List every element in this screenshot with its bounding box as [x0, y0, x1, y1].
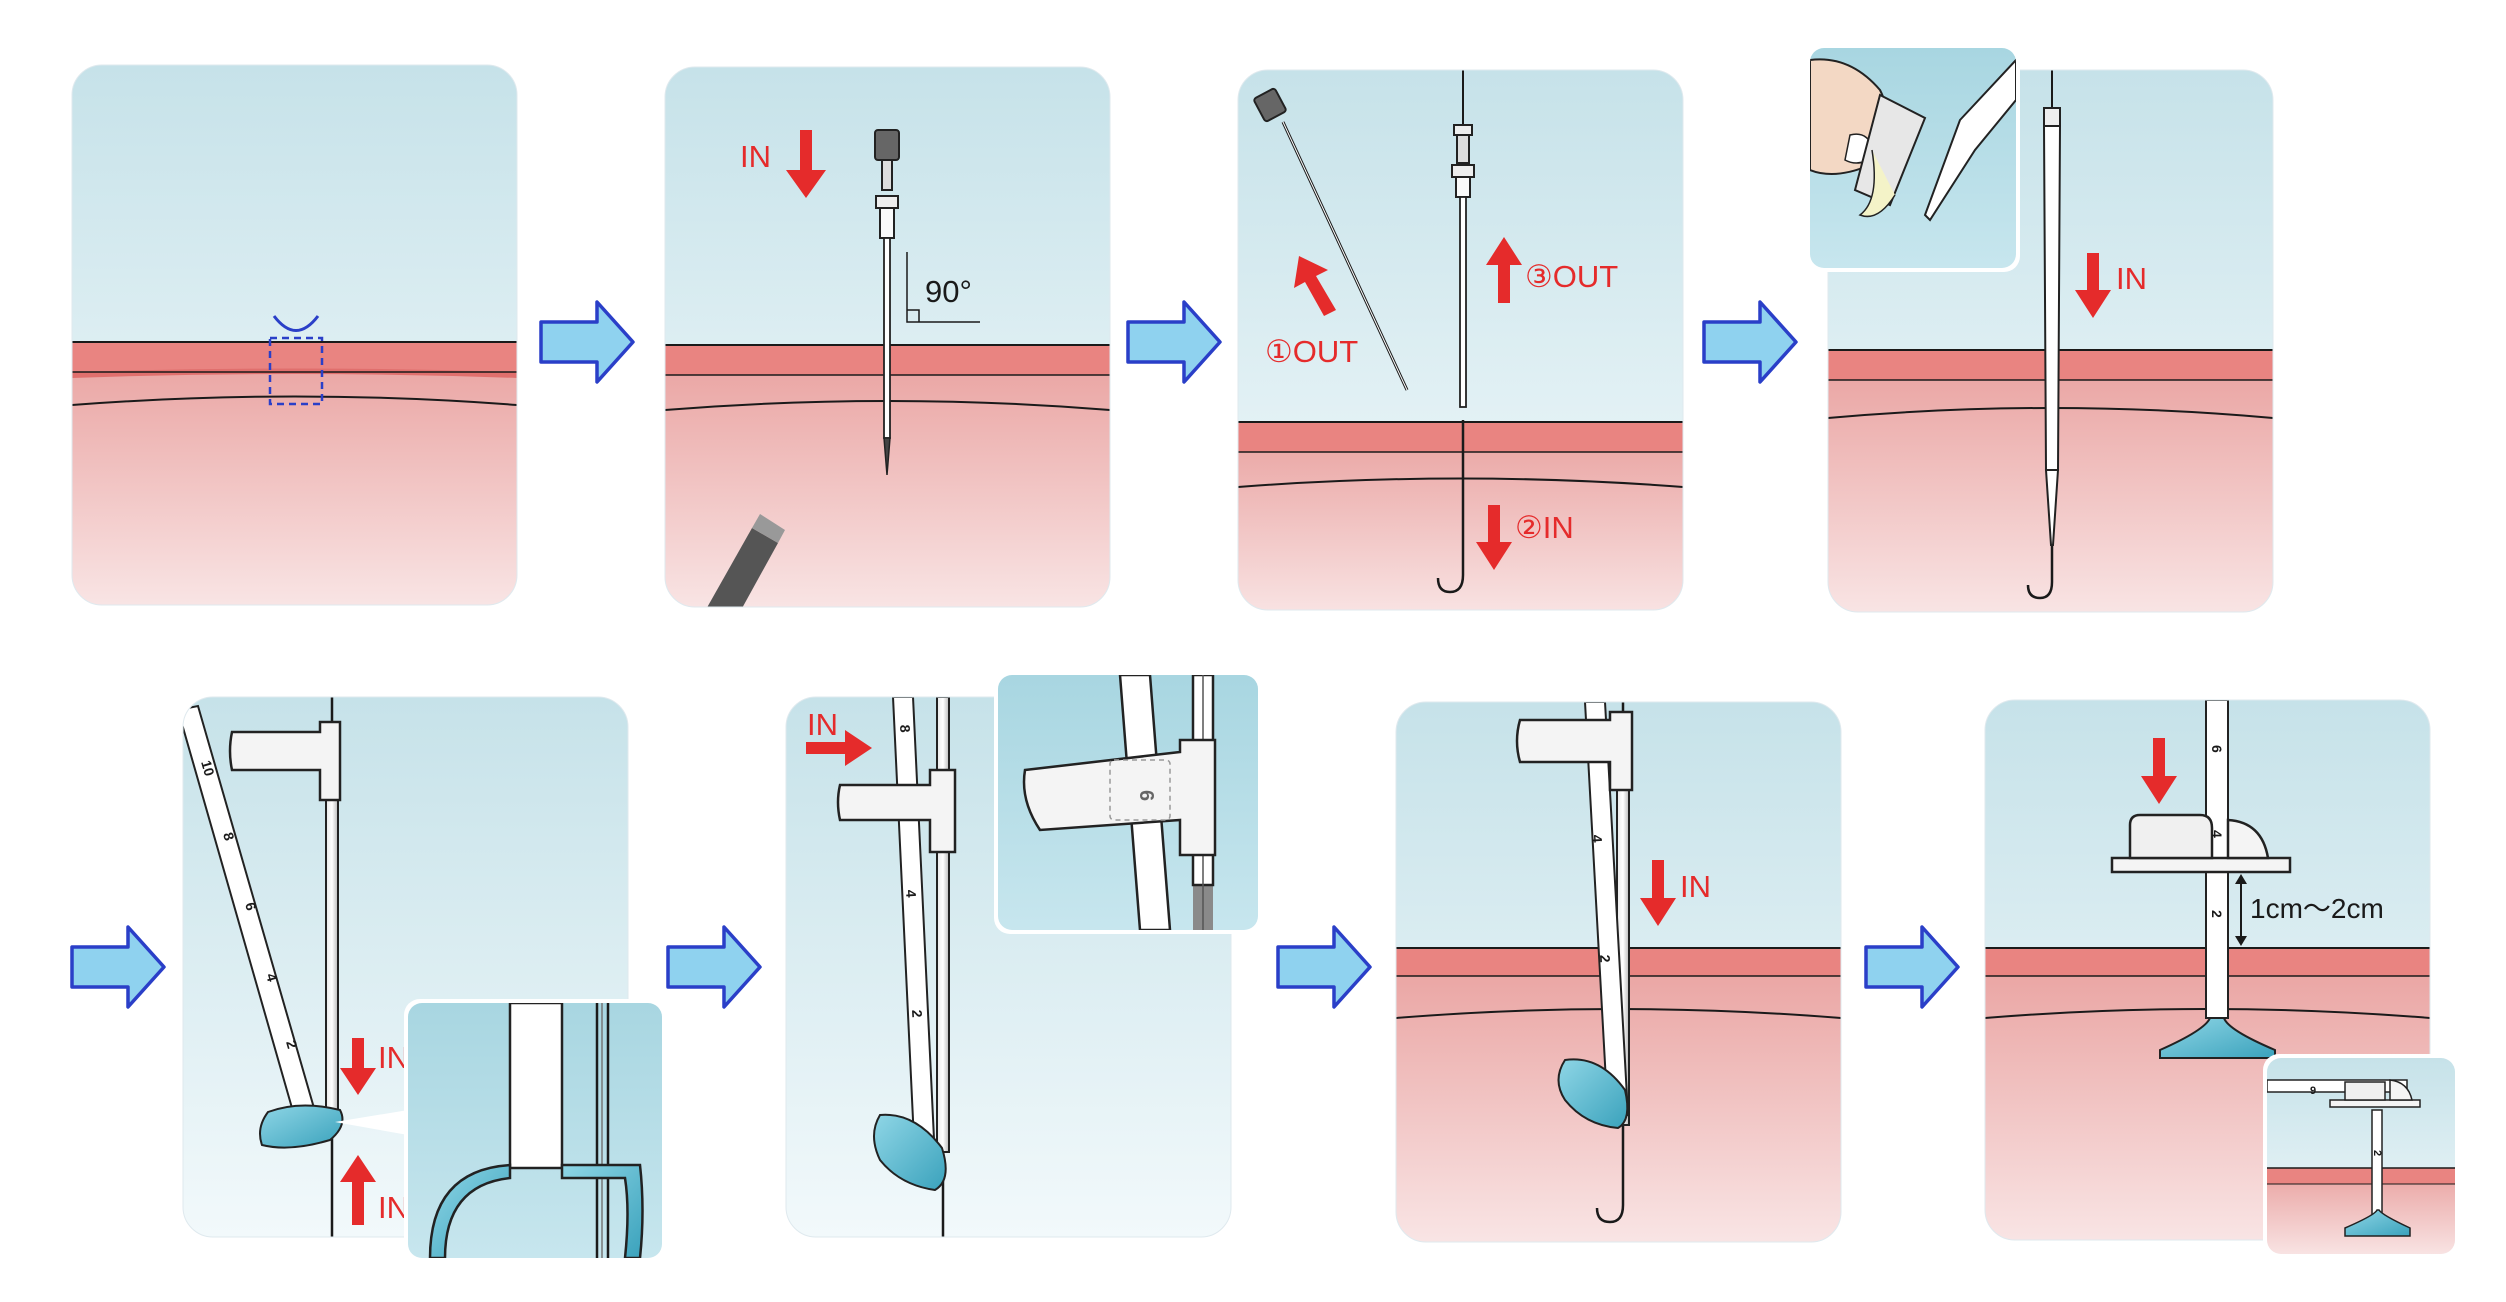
in-label: IN	[1680, 869, 1711, 904]
distance-label: 1cm～2cm	[2250, 893, 2384, 924]
panel-step-7: 4 2 IN	[1395, 701, 1842, 1243]
in-label: IN	[740, 139, 771, 174]
ruler-ticks: 4 2	[1589, 834, 1613, 963]
flow-arrow-icon	[666, 925, 762, 1009]
ruler-tick: 8	[897, 724, 913, 733]
red-direction-arrow-icon: ②IN	[1476, 505, 1574, 570]
in-label: IN	[2116, 261, 2147, 296]
ruler-ticks: 8 4 2	[897, 724, 925, 1018]
stylet-icon	[1253, 87, 1409, 391]
ruler-tick: 4	[2209, 830, 2225, 838]
red-direction-arrow-icon: ③OUT	[1486, 237, 1618, 303]
spinal-needle-icon	[874, 129, 900, 476]
red-direction-arrow-icon	[2141, 738, 2177, 804]
inset-lubricant	[1806, 44, 2020, 272]
red-direction-arrow-icon: IN	[740, 130, 826, 198]
red-direction-arrow-icon: ①OUT	[1265, 256, 1358, 369]
panel-step-1	[71, 64, 518, 606]
in-top-label: IN	[378, 1040, 409, 1075]
flow-arrow-icon	[1702, 300, 1798, 384]
inset-fixation-detail: 9 2	[2263, 1054, 2459, 1258]
flow-arrow-icon	[70, 925, 166, 1009]
ruler-tick: 2	[909, 1009, 925, 1018]
red-direction-arrow-icon: IN	[340, 1155, 409, 1225]
clip-mark: 6	[1135, 790, 1157, 801]
in-bottom-label: IN	[378, 1190, 409, 1225]
flow-arrow-icon	[539, 300, 635, 384]
panel-step-3: ①OUT ③OUT ②IN	[1237, 69, 1684, 611]
in2-label: ②IN	[1515, 510, 1574, 545]
handheld-tool-icon	[700, 514, 785, 607]
ruler-tick: 10	[198, 758, 218, 778]
red-direction-arrow-icon: IN	[2075, 253, 2147, 318]
flow-arrow-icon	[1126, 300, 1222, 384]
red-direction-arrow-icon: IN	[806, 707, 872, 766]
red-direction-arrow-icon: IN	[1640, 860, 1711, 926]
ruler-tick: 6	[2209, 745, 2225, 753]
angle-marker: 90°	[906, 252, 980, 323]
ruler-tick: 4	[903, 889, 919, 898]
ruler-tick: 2	[2209, 910, 2225, 918]
ruler-tick: 9	[2310, 1085, 2316, 1097]
panel-step-2: 90° IN	[664, 66, 1111, 608]
out1-label: ①OUT	[1265, 334, 1358, 369]
flow-arrow-icon	[1276, 925, 1372, 1009]
distance-marker: 1cm～2cm	[2235, 874, 2384, 946]
inset-clip-detail: 6	[994, 671, 1262, 934]
inset-anchor-detail	[404, 999, 666, 1262]
incision-marker-icon	[268, 315, 324, 406]
ruler-tick: 4	[1589, 834, 1605, 843]
in-label: IN	[807, 707, 838, 742]
ruler-tick: 2	[1597, 954, 1613, 963]
panel-step-4: IN	[1827, 69, 2274, 613]
out3-label: ③OUT	[1525, 259, 1618, 294]
red-direction-arrow-icon: IN	[340, 1038, 409, 1095]
angle-label: 90°	[925, 274, 972, 309]
dilator-icon	[2042, 70, 2062, 546]
ruler-ticks: 6 4 2	[2209, 745, 2225, 918]
flow-arrow-icon	[1864, 925, 1960, 1009]
ruler-tick: 2	[2371, 1150, 2383, 1156]
needle-with-guidewire-icon	[1451, 70, 1475, 408]
